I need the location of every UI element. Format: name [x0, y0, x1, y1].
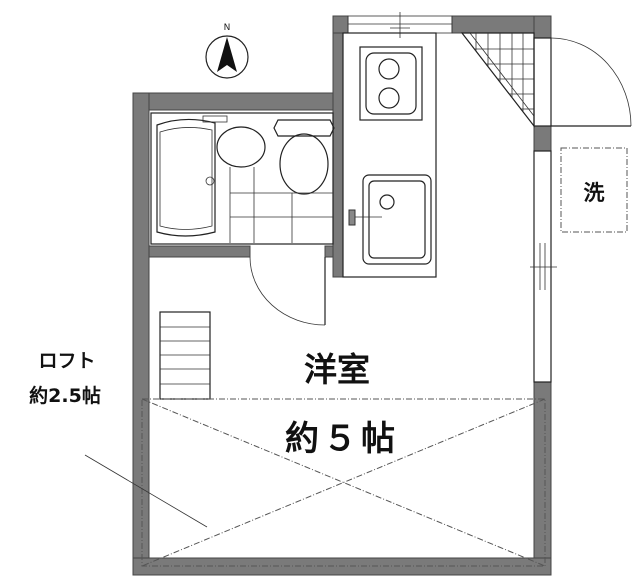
- main-room-size: 約５帖: [285, 419, 399, 459]
- loft-leader-line: [84, 454, 208, 528]
- kitchen-left-wall: [332, 15, 344, 278]
- bath-drain-icon: [205, 176, 215, 186]
- burner-icon: [378, 87, 400, 109]
- washer-space: [560, 147, 628, 233]
- walls: [132, 15, 552, 576]
- right-wall-top: [533, 15, 552, 39]
- top-wall-left: [332, 15, 349, 34]
- bath-top-wall: [132, 92, 334, 111]
- right-wall-mid: [533, 125, 552, 152]
- kitchen-counter: [342, 32, 437, 278]
- toilet-tank: [273, 119, 335, 137]
- bath-bottom-wall-right: [324, 245, 334, 258]
- main-room-name: 洋室: [304, 350, 370, 389]
- compass-label: N: [224, 23, 231, 33]
- entrance-door[interactable]: [533, 37, 632, 127]
- washer-label: 洗: [584, 181, 605, 205]
- bathtub: [156, 118, 216, 237]
- left-wall: [132, 92, 150, 576]
- unit-bath: [150, 112, 335, 245]
- north-arrow-icon: [217, 37, 237, 72]
- floor-tiles: [229, 167, 333, 243]
- loft-area: [141, 398, 546, 567]
- toilet: [279, 133, 329, 195]
- compass-circle: [205, 35, 249, 79]
- stove: [359, 46, 423, 121]
- drain-icon: [379, 194, 395, 210]
- loft-name: ロフト: [38, 350, 95, 372]
- faucet-icon: [348, 209, 356, 226]
- right-wall-bottom: [533, 381, 552, 576]
- loft-size: 約2.5帖: [29, 384, 101, 407]
- bath-bottom-wall: [148, 245, 251, 258]
- bath-door[interactable]: [249, 256, 326, 326]
- wash-basin: [216, 126, 266, 168]
- entry-tiles: [460, 32, 535, 128]
- right-window: [530, 150, 557, 383]
- faucet-icon: [202, 115, 228, 123]
- sink: [348, 174, 432, 265]
- compass: N: [205, 23, 249, 79]
- burner-icon: [378, 58, 400, 80]
- loft-ladder[interactable]: [159, 311, 211, 400]
